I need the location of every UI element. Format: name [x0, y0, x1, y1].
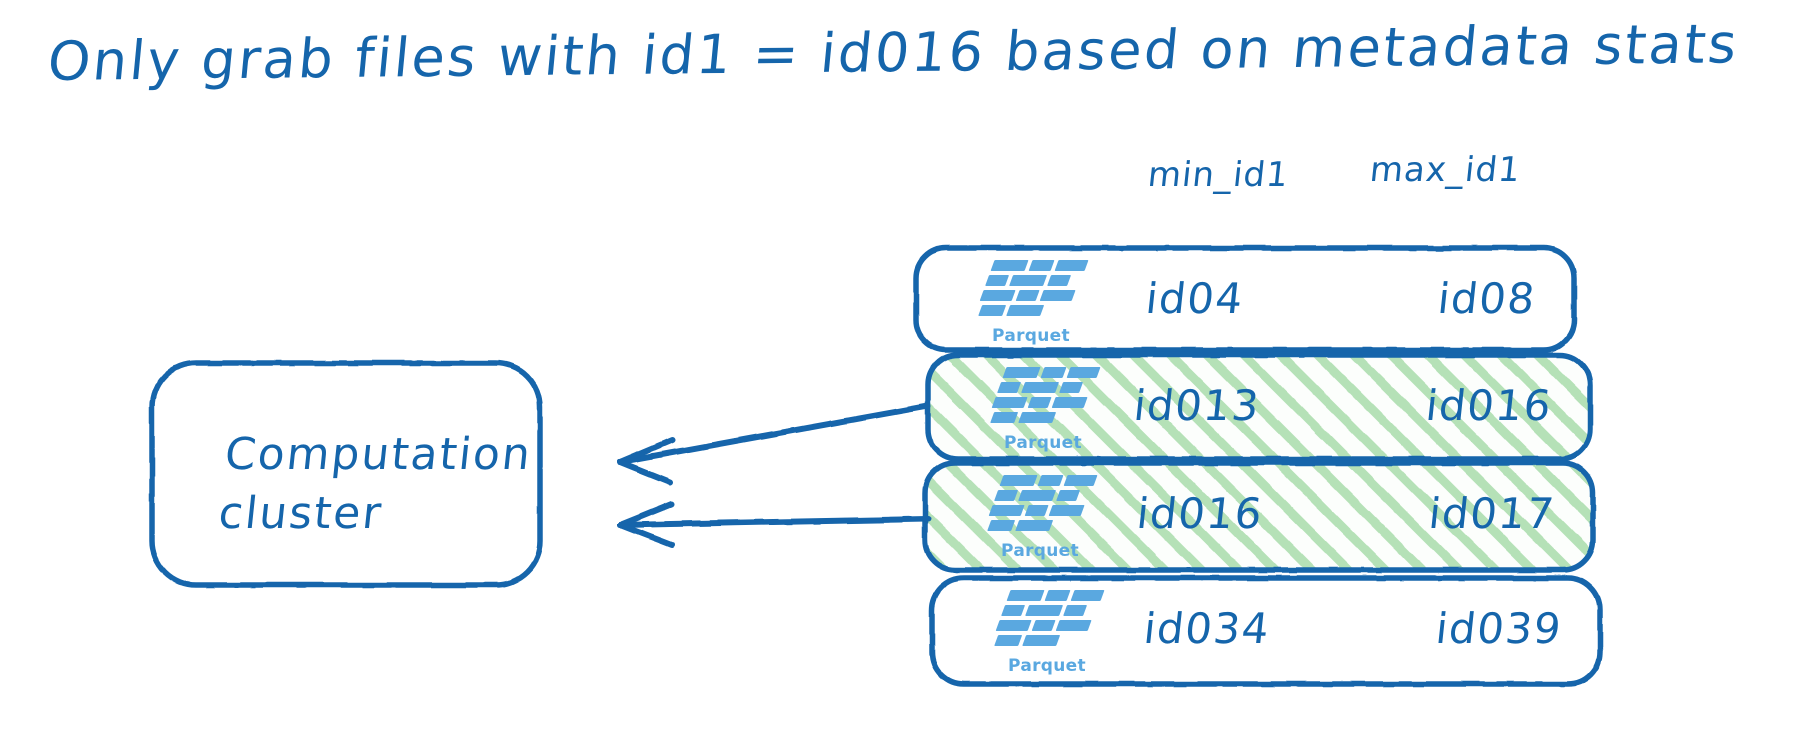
cell-min-id1: id016: [1134, 489, 1266, 538]
cell-min-id1: id013: [1131, 381, 1263, 430]
parquet-logo-icon: Parquet: [984, 363, 1102, 453]
cell-min-id1: id04: [1143, 274, 1247, 323]
parquet-logo-icon: Parquet: [988, 586, 1106, 676]
computation-cluster-box[interactable]: [149, 360, 543, 588]
parquet-file-row-1[interactable]: [913, 245, 1577, 353]
cell-max-id1: id039: [1433, 604, 1565, 653]
cell-max-id1: id016: [1423, 381, 1555, 430]
cell-max-id1: id017: [1426, 489, 1558, 538]
table-row[interactable]: Parquet id016 id017: [925, 463, 1593, 563]
parquet-logo-icon: Parquet: [972, 256, 1090, 346]
table-row[interactable]: Parquet id04 id08: [916, 248, 1574, 348]
parquet-logo-icon: Parquet: [981, 471, 1099, 561]
column-header-max-id1: max_id1: [1367, 150, 1523, 190]
column-header-min-id1: min_id1: [1145, 155, 1291, 195]
parquet-logo-label: Parquet: [992, 326, 1070, 346]
computation-cluster-label: Computation cluster: [216, 429, 535, 540]
cell-min-id1: id034: [1141, 604, 1273, 653]
table-row[interactable]: Parquet id013 id016: [928, 355, 1590, 455]
parquet-logo-label: Parquet: [1004, 433, 1082, 453]
parquet-logo-label: Parquet: [1008, 656, 1086, 676]
arrow-row3-to-cluster: [617, 501, 931, 548]
parquet-logo-label: Parquet: [1001, 541, 1079, 561]
table-row[interactable]: Parquet id034 id039: [932, 578, 1600, 678]
arrow-row2-to-cluster: [617, 403, 931, 485]
parquet-file-row-4[interactable]: [929, 575, 1603, 687]
cell-max-id1: id08: [1435, 274, 1539, 323]
